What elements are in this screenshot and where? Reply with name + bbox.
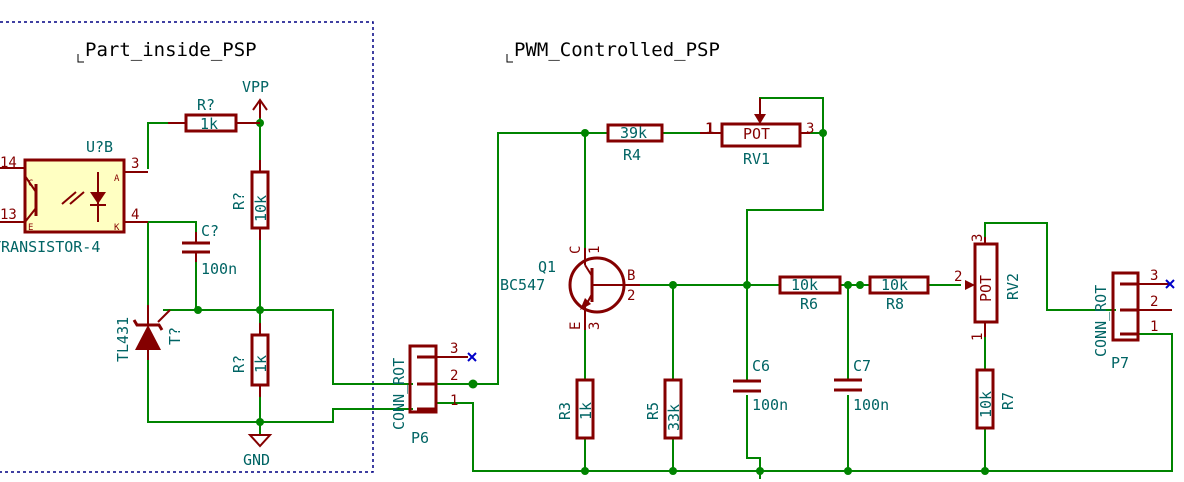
svg-text:100n: 100n (853, 396, 889, 414)
svg-text:T?: T? (166, 327, 184, 345)
svg-text:1k: 1k (252, 355, 270, 373)
potentiometer-rv2: POT RV2 3 2 1 (954, 234, 1022, 341)
svg-text:13: 13 (0, 207, 17, 223)
svg-text:39k: 39k (620, 124, 647, 142)
svg-text:C: C (568, 246, 584, 254)
svg-text:C?: C? (201, 222, 219, 240)
svg-text:P6: P6 (411, 429, 429, 447)
svg-text:1: 1 (450, 393, 458, 409)
sheet-title-right: PWM_Controlled_PSP (506, 39, 720, 63)
junctions (194, 119, 989, 475)
svg-text:Part_inside_PSP: Part_inside_PSP (85, 39, 257, 61)
resistor-r-10k: 10k R? (230, 160, 270, 240)
svg-text:10k: 10k (881, 276, 908, 294)
svg-text:R?: R? (197, 96, 215, 114)
svg-text:2: 2 (954, 269, 962, 285)
svg-text:U?B: U?B (86, 138, 113, 156)
svg-text:2: 2 (1150, 294, 1158, 310)
svg-text:CONN_ROT: CONN_ROT (1092, 285, 1110, 357)
svg-text:1: 1 (706, 121, 714, 137)
svg-text:POT: POT (977, 275, 995, 302)
svg-text:4: 4 (131, 207, 139, 223)
resistor-r8: 10k R8 (868, 275, 930, 313)
svg-text:100n: 100n (201, 260, 237, 278)
svg-text:RV1: RV1 (743, 150, 770, 168)
sheet-border-left (0, 21, 374, 473)
svg-text:E: E (28, 223, 33, 233)
svg-text:PWM_Controlled_PSP: PWM_Controlled_PSP (514, 39, 720, 61)
potentiometer-rv1: POT RV1 1 3 (700, 98, 814, 168)
svg-text:K: K (114, 223, 120, 233)
tl431-shunt-regulator: TL431 T? (114, 305, 184, 362)
connector-p7: 3 2 1 CONN_ROT P7 (1092, 268, 1175, 372)
capacitor-c6: C6 100n (733, 357, 788, 414)
svg-text:1: 1 (1150, 319, 1158, 335)
connector-p6: 3 2 1 CONN_ROT P6 (390, 341, 477, 447)
svg-text:3: 3 (806, 121, 814, 137)
svg-text:3: 3 (131, 156, 139, 172)
svg-text:C: C (28, 179, 33, 189)
svg-text:C7: C7 (853, 357, 871, 375)
svg-text:A: A (114, 174, 120, 184)
resistor-r5: 33k R5 (644, 378, 683, 440)
svg-text:R7: R7 (999, 392, 1017, 410)
svg-text:R6: R6 (800, 295, 818, 313)
svg-text:R3: R3 (556, 402, 574, 420)
svg-text:3: 3 (970, 234, 986, 242)
svg-text:10k: 10k (977, 391, 995, 418)
svg-text:2: 2 (450, 368, 458, 384)
svg-text:1k: 1k (200, 115, 218, 133)
svg-text:GND: GND (243, 451, 270, 469)
svg-text:R?: R? (230, 192, 248, 210)
svg-text:R5: R5 (644, 402, 662, 420)
svg-text:R?: R? (230, 355, 248, 373)
resistor-r3: 1k R3 (556, 378, 595, 440)
svg-text:TRANSISTOR-4: TRANSISTOR-4 (0, 238, 100, 256)
capacitor-c-left: C? 100n (182, 222, 237, 278)
capacitor-c7: C7 100n (834, 357, 889, 414)
svg-text:3: 3 (450, 341, 458, 357)
resistor-r-top: 1k R? (168, 96, 260, 133)
svg-text:2: 2 (627, 288, 635, 304)
svg-text:1: 1 (587, 246, 603, 254)
svg-text:10k: 10k (791, 276, 818, 294)
svg-text:B: B (627, 268, 635, 284)
svg-text:3: 3 (587, 322, 603, 330)
svg-text:E: E (568, 322, 584, 330)
svg-text:RV2: RV2 (1004, 273, 1022, 300)
svg-text:1: 1 (705, 121, 713, 137)
resistor-r6: 10k R6 (778, 275, 842, 313)
svg-text:TL431: TL431 (114, 317, 132, 362)
resistor-r-1k: 1k R? (230, 323, 270, 397)
resistor-r7: 10k R7 (975, 368, 1017, 430)
svg-text:C6: C6 (752, 357, 770, 375)
vpp-symbol: VPP (242, 78, 269, 118)
sheet-title-left: Part_inside_PSP (77, 39, 257, 63)
resistor-r4: 39k R4 1 (606, 121, 713, 164)
svg-text:14: 14 (0, 155, 17, 171)
svg-text:100n: 100n (752, 396, 788, 414)
svg-text:P7: P7 (1111, 354, 1129, 372)
transistor-q1: B 2 C 1 E 3 Q1 BC547 (500, 246, 640, 330)
gnd-symbol: GND (243, 434, 273, 469)
svg-text:1k: 1k (577, 402, 595, 420)
svg-text:33k: 33k (665, 404, 683, 431)
svg-text:R4: R4 (623, 146, 641, 164)
svg-text:1: 1 (970, 333, 986, 341)
svg-text:3: 3 (1150, 268, 1158, 284)
svg-text:VPP: VPP (242, 78, 269, 96)
svg-text:Q1: Q1 (538, 258, 556, 276)
svg-text:R8: R8 (886, 295, 904, 313)
svg-text:CONN_ROT: CONN_ROT (390, 358, 408, 430)
svg-text:POT: POT (743, 125, 770, 143)
svg-text:BC547: BC547 (500, 276, 545, 294)
wires (147, 97, 1173, 479)
svg-text:10k: 10k (252, 195, 270, 222)
optocoupler-u-b: C E A K 14 13 3 4 U?B TRANSISTOR-4 (0, 138, 148, 256)
